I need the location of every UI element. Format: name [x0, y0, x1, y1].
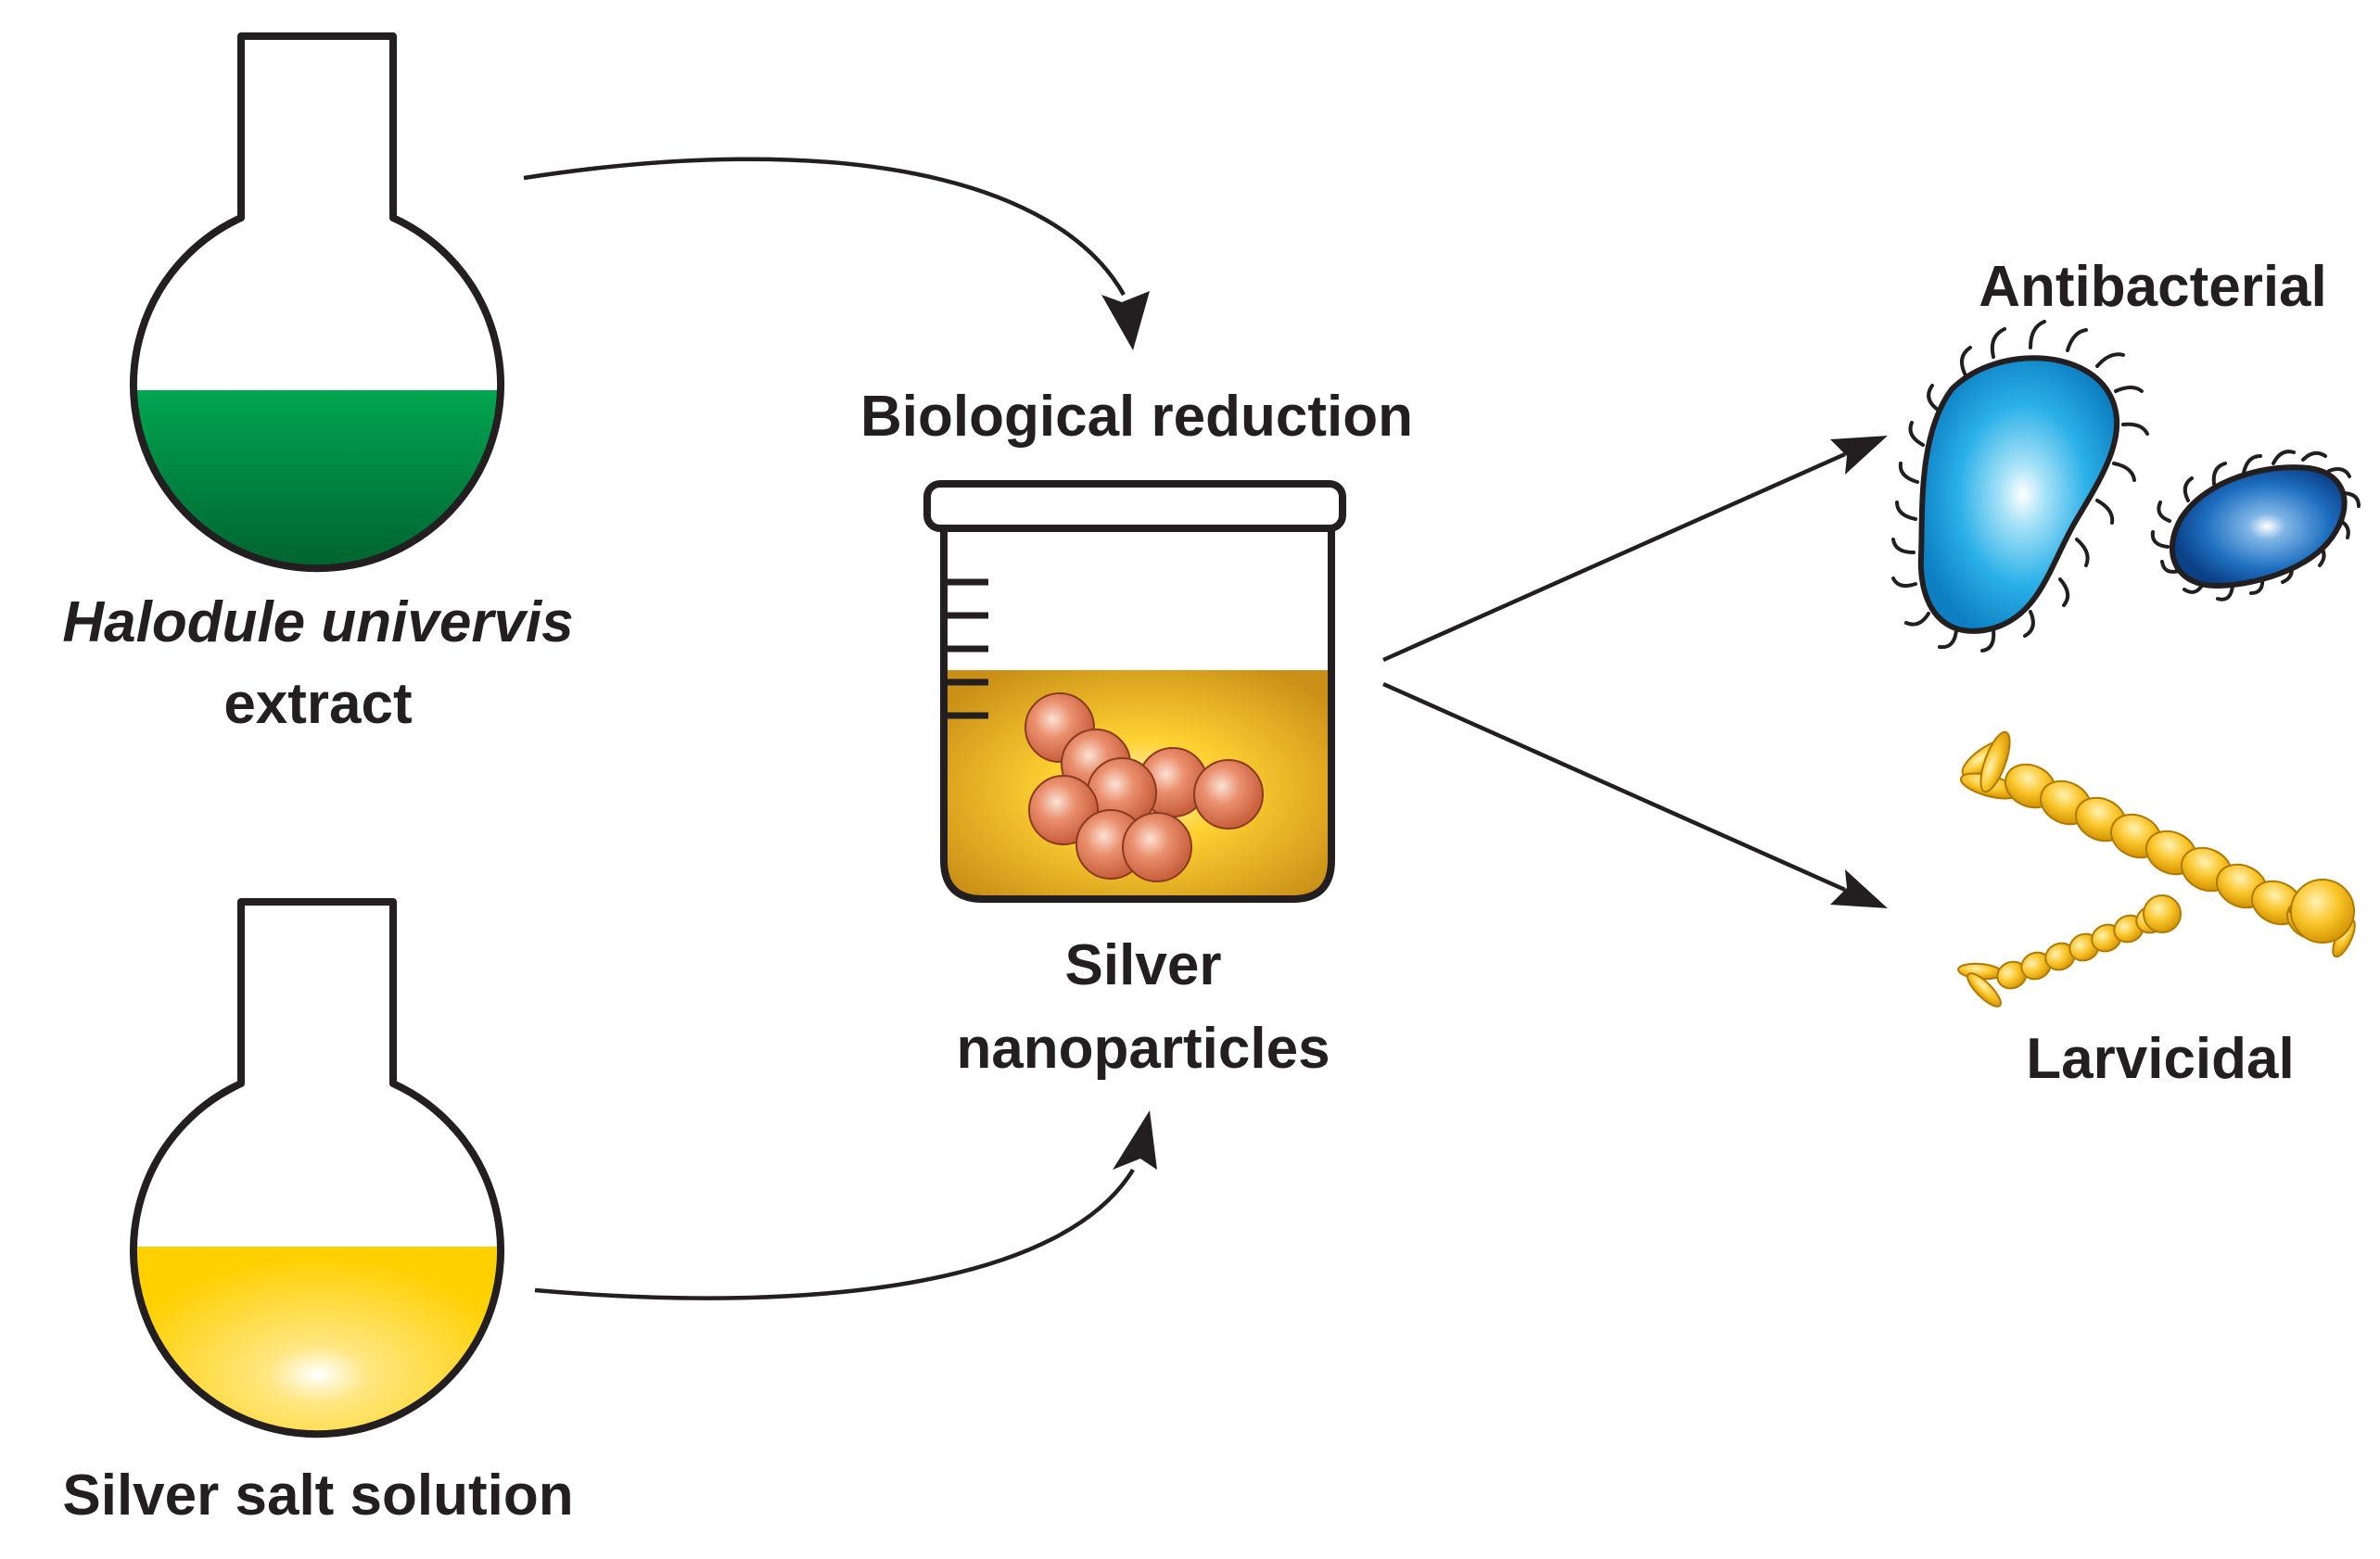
- larva-small: [1957, 894, 2182, 1008]
- silver-nanoparticles: [1025, 692, 1264, 882]
- arrow-to-antibacterial: [1382, 436, 1888, 663]
- arrow-to-larvicidal: [1382, 681, 1888, 908]
- biological-reduction-label: Biological reduction: [860, 385, 1413, 449]
- larvicidal-label: Larvicidal: [2026, 1027, 2294, 1091]
- bacterium-small: [2150, 450, 2361, 602]
- bacterium-small-body: [2170, 464, 2348, 589]
- beaker-graduations: [948, 578, 988, 719]
- extract-label-line1: Halodule univervis: [62, 590, 573, 654]
- silver-salt-liquid: [136, 1247, 500, 1438]
- product-label-line2: nanoparticles: [956, 1017, 1330, 1081]
- bacterium-large: [1891, 320, 2149, 653]
- nanoparticle: [1122, 812, 1192, 882]
- extract-flask: [130, 32, 504, 573]
- arrow-extract-to-beaker: [523, 157, 1150, 350]
- larva-large: [1959, 730, 2356, 958]
- product-label-line1: Silver: [1065, 933, 1222, 997]
- silver-salt-label: Silver salt solution: [62, 1464, 573, 1527]
- beaker: [923, 480, 1346, 903]
- extract-label-line2: extract: [223, 672, 412, 736]
- bacterium-large-body: [1917, 355, 2120, 634]
- beaker-rim: [923, 480, 1346, 532]
- antibacterial-label: Antibacterial: [1979, 255, 2327, 319]
- extract-liquid: [136, 390, 500, 572]
- arrow-salt-to-beaker: [534, 1110, 1157, 1300]
- silver-salt-flask: [130, 898, 504, 1439]
- nanoparticle: [1193, 759, 1264, 830]
